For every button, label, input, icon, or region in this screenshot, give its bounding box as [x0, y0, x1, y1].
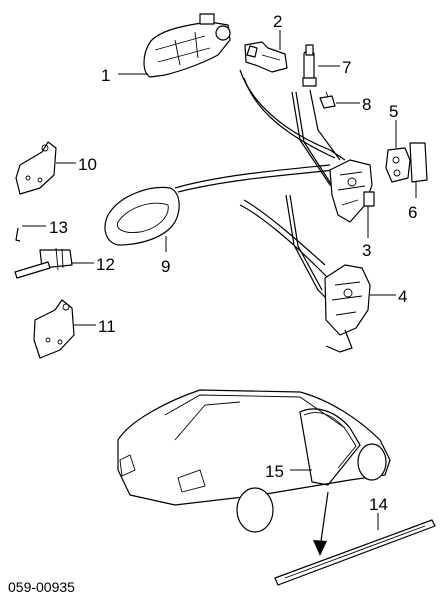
part-14-scuff-plate[interactable]: [274, 519, 436, 586]
part-13-pin[interactable]: [15, 227, 21, 242]
callout-9: 9: [161, 257, 170, 276]
callout-10: 10: [78, 155, 97, 174]
callout-15: 15: [265, 462, 284, 481]
callout-2: 2: [273, 12, 282, 31]
car-illustration: [117, 389, 391, 533]
diagram-code: 059-00935: [8, 579, 75, 595]
callout-5: 5: [389, 102, 398, 121]
callout-1: 1: [101, 66, 110, 85]
callout-11: 11: [98, 317, 116, 336]
rear-door-rods: [239, 194, 331, 301]
part-7-lock-cylinder[interactable]: [302, 44, 317, 87]
callout-14: 14: [369, 495, 388, 514]
callout-7: 7: [342, 58, 351, 77]
callout-13: 13: [49, 218, 68, 237]
part-5-striker[interactable]: [385, 147, 411, 183]
part-3-front-lock[interactable]: [329, 159, 375, 223]
part-9-inside-handle[interactable]: [104, 186, 180, 246]
part-2-bracket[interactable]: [244, 41, 288, 73]
callout-8: 8: [362, 95, 371, 114]
callout-6: 6: [408, 203, 417, 222]
part-6-shim[interactable]: [409, 142, 428, 183]
part-12-door-check[interactable]: [14, 247, 73, 279]
callout-4: 4: [398, 287, 407, 306]
part-1-outside-handle[interactable]: [143, 13, 231, 78]
part-4-rear-lock[interactable]: [324, 264, 371, 353]
part-10-hinge[interactable]: [15, 141, 57, 195]
callout-3: 3: [362, 241, 371, 260]
front-door-rods: [174, 69, 346, 196]
part-11-hinge[interactable]: [33, 299, 75, 359]
part-15-weatherstrip[interactable]: [299, 408, 361, 486]
callout-12: 12: [96, 255, 115, 274]
location-arrow: [313, 491, 329, 556]
part-8-clip[interactable]: [319, 91, 336, 109]
